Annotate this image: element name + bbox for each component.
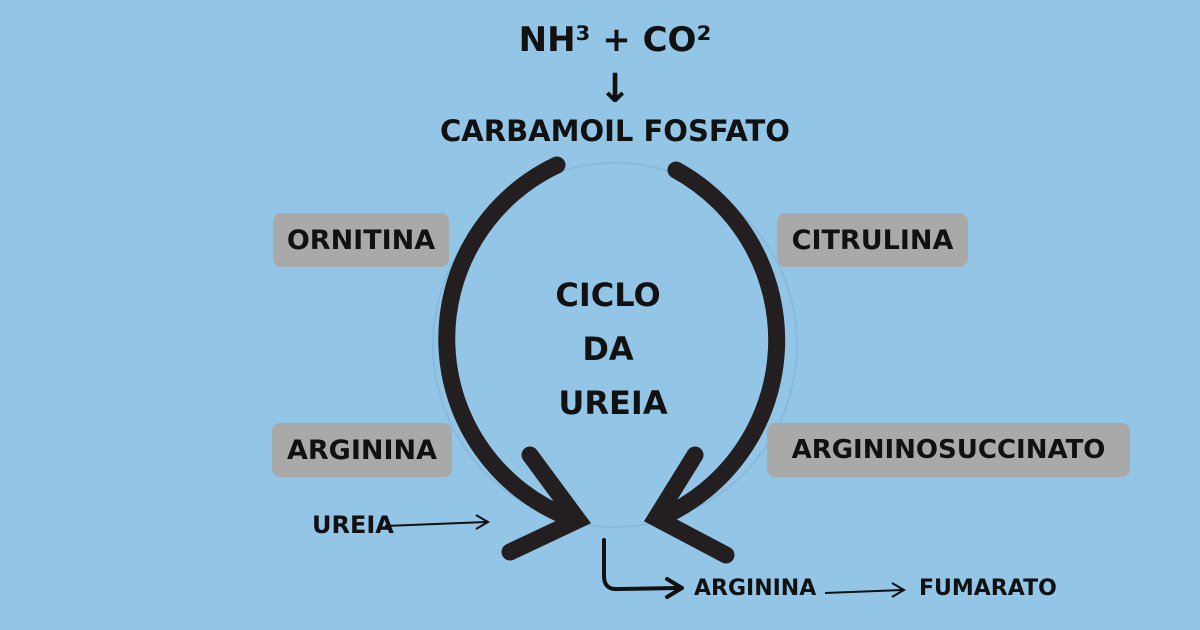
inner-circle-outline bbox=[432, 162, 798, 528]
fumarato-label: FUMARATO bbox=[919, 576, 1057, 601]
node-arginina: ARGININA bbox=[272, 423, 452, 477]
carbamoil-fosfato-label: CARBAMOIL FOSFATO bbox=[440, 114, 790, 148]
arginina-output-label: ARGININA bbox=[694, 576, 817, 601]
cycle-title-line1: CICLO bbox=[555, 276, 661, 314]
left-cycle-arc bbox=[438, 156, 579, 527]
down-arrow-icon: ↓ bbox=[598, 66, 632, 112]
node-ornitina: ORNITINA bbox=[273, 213, 449, 267]
cycle-title-line2: DA bbox=[582, 330, 634, 368]
right-arc-arrowhead bbox=[643, 446, 735, 564]
node-argininosuccinato: ARGININOSUCCINATO bbox=[767, 423, 1130, 477]
right-cycle-arc bbox=[651, 161, 786, 527]
reactants-formula: NH³ + CO² bbox=[518, 20, 712, 60]
cycle-title-line3: UREIA bbox=[558, 384, 668, 422]
node-citrulina: CITRULINA bbox=[777, 213, 968, 267]
bent-arrow bbox=[602, 538, 684, 599]
ureia-output-label: UREIA bbox=[312, 511, 394, 539]
cycle-title: CICLO DA UREIA bbox=[508, 268, 708, 430]
ureia-arrow bbox=[384, 514, 490, 530]
left-arc-arrowhead bbox=[501, 446, 591, 561]
fumarato-arrow bbox=[824, 582, 906, 598]
